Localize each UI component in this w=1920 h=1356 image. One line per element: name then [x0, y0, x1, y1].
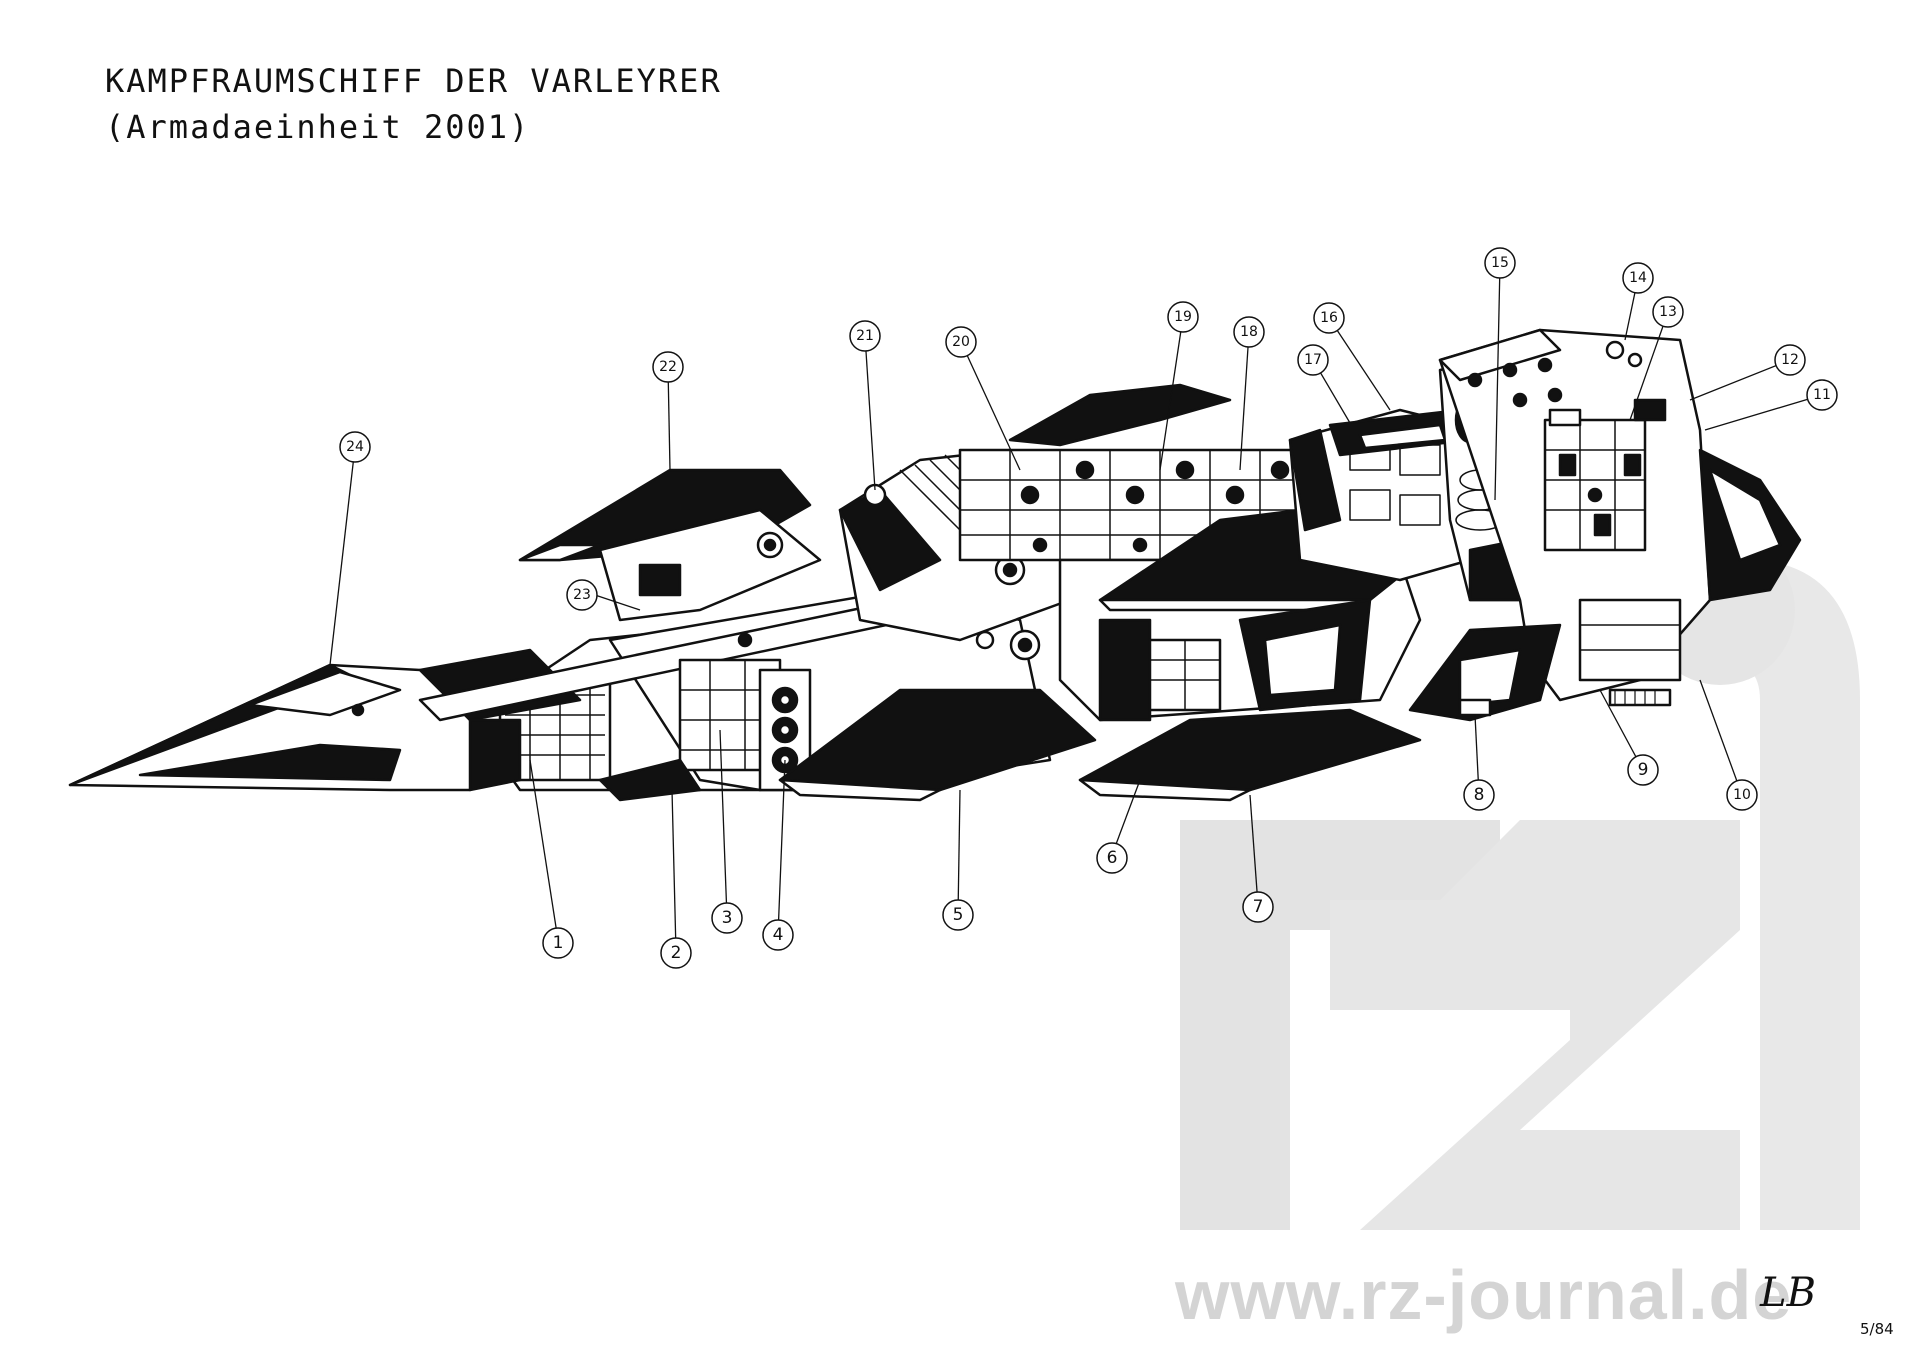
- drawing-subtitle: (Armadaeinheit 2001): [105, 108, 531, 146]
- callout-24: [339, 431, 371, 463]
- spaceship: [68, 328, 1802, 802]
- callout-21: [849, 320, 881, 352]
- callout-leaders: [329, 262, 1823, 953]
- callout-14: [1622, 262, 1654, 294]
- callout-label-3: 3: [722, 908, 733, 928]
- callout-11: [1806, 379, 1838, 411]
- callout-labels: 1 2 3 4 5 6 7 8 9 10 11 12 13 14 15 16 1…: [346, 255, 1831, 963]
- callout-label-5: 5: [953, 905, 964, 925]
- callout-label-19: 19: [1174, 309, 1192, 325]
- callout-10: [1726, 779, 1758, 811]
- drawing-title: KAMPFRAUMSCHIFF DER VARLEYRER: [105, 62, 722, 100]
- callout-label-4: 4: [773, 925, 784, 945]
- callout-label-11: 11: [1813, 387, 1831, 403]
- callout-16: [1313, 302, 1345, 334]
- callout-5: [942, 899, 974, 931]
- callout-9: [1627, 754, 1659, 786]
- callout-label-16: 16: [1320, 310, 1338, 326]
- callout-label-15: 15: [1491, 255, 1509, 271]
- drawing-title-block: KAMPFRAUMSCHIFF DER VARLEYRER (Armadaein…: [105, 58, 722, 150]
- callout-23: [566, 579, 598, 611]
- callout-label-20: 20: [952, 334, 970, 350]
- callout-label-12: 12: [1781, 352, 1799, 368]
- callout-label-1: 1: [553, 933, 564, 953]
- watermark-url: www.rz-journal.de: [1175, 1256, 1793, 1334]
- callout-label-7: 7: [1253, 897, 1264, 917]
- callout-label-22: 22: [659, 359, 677, 375]
- callout-label-14: 14: [1629, 270, 1647, 286]
- signature-date: 5/84: [1860, 1320, 1894, 1338]
- callout-17: [1297, 344, 1329, 376]
- callout-6: [1096, 842, 1128, 874]
- callout-1: [542, 927, 574, 959]
- callout-label-9: 9: [1638, 760, 1649, 780]
- dorsal-fin: [1008, 383, 1232, 447]
- callout-7: [1242, 891, 1274, 923]
- callout-22: [652, 351, 684, 383]
- callout-label-17: 17: [1304, 352, 1322, 368]
- callout-label-24: 24: [346, 439, 364, 455]
- callout-8: [1463, 779, 1495, 811]
- callout-label-13: 13: [1659, 304, 1677, 320]
- callout-label-6: 6: [1107, 848, 1118, 868]
- callout-19: [1167, 301, 1199, 333]
- callout-label-21: 21: [856, 328, 874, 344]
- center-lower-wing: [1078, 708, 1422, 792]
- callout-15: [1484, 247, 1516, 279]
- callout-12: [1774, 344, 1806, 376]
- callout-label-2: 2: [671, 943, 682, 963]
- callout-label-18: 18: [1240, 324, 1258, 340]
- callout-label-23: 23: [573, 587, 591, 603]
- artist-signature: LB: [1760, 1270, 1816, 1316]
- callout-20: [945, 326, 977, 358]
- callout-label-10: 10: [1733, 787, 1751, 803]
- callout-4: [762, 919, 794, 951]
- callout-2: [660, 937, 692, 969]
- callout-3: [711, 902, 743, 934]
- callout-label-8: 8: [1474, 785, 1485, 805]
- callout-18: [1233, 316, 1265, 348]
- callout-13: [1652, 296, 1684, 328]
- callout-markers: [339, 247, 1838, 969]
